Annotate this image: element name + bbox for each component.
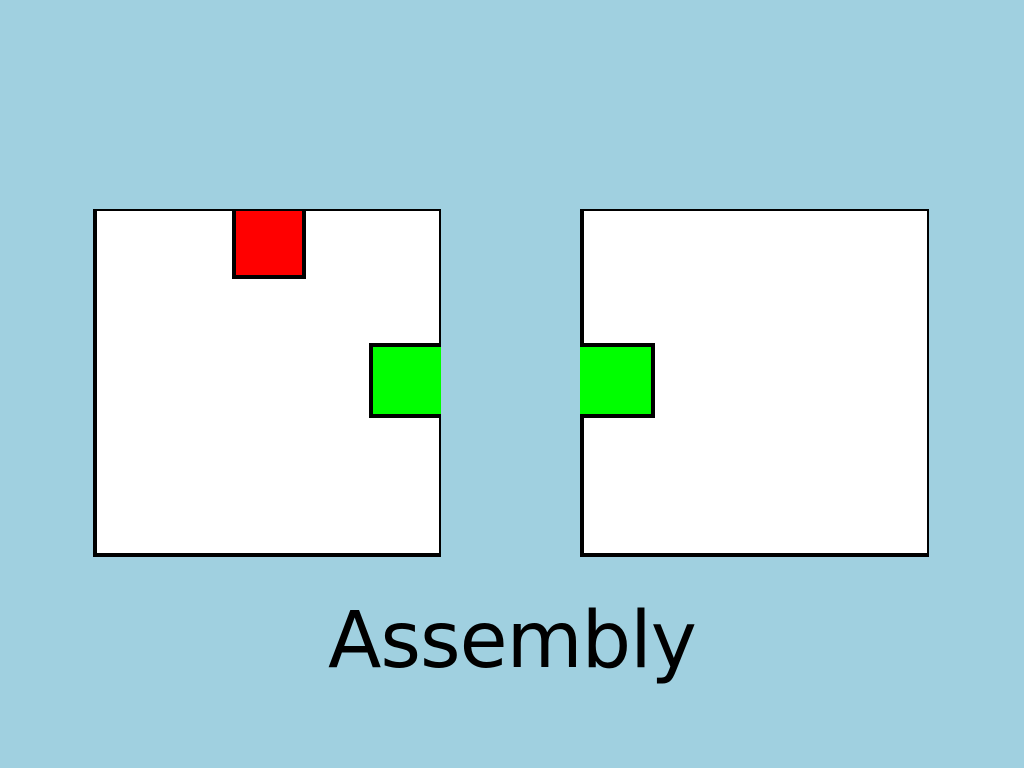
green-block-right	[580, 343, 655, 418]
slide-caption: Assembly	[328, 596, 697, 686]
green-block-left	[369, 343, 441, 418]
red-block	[232, 209, 306, 279]
